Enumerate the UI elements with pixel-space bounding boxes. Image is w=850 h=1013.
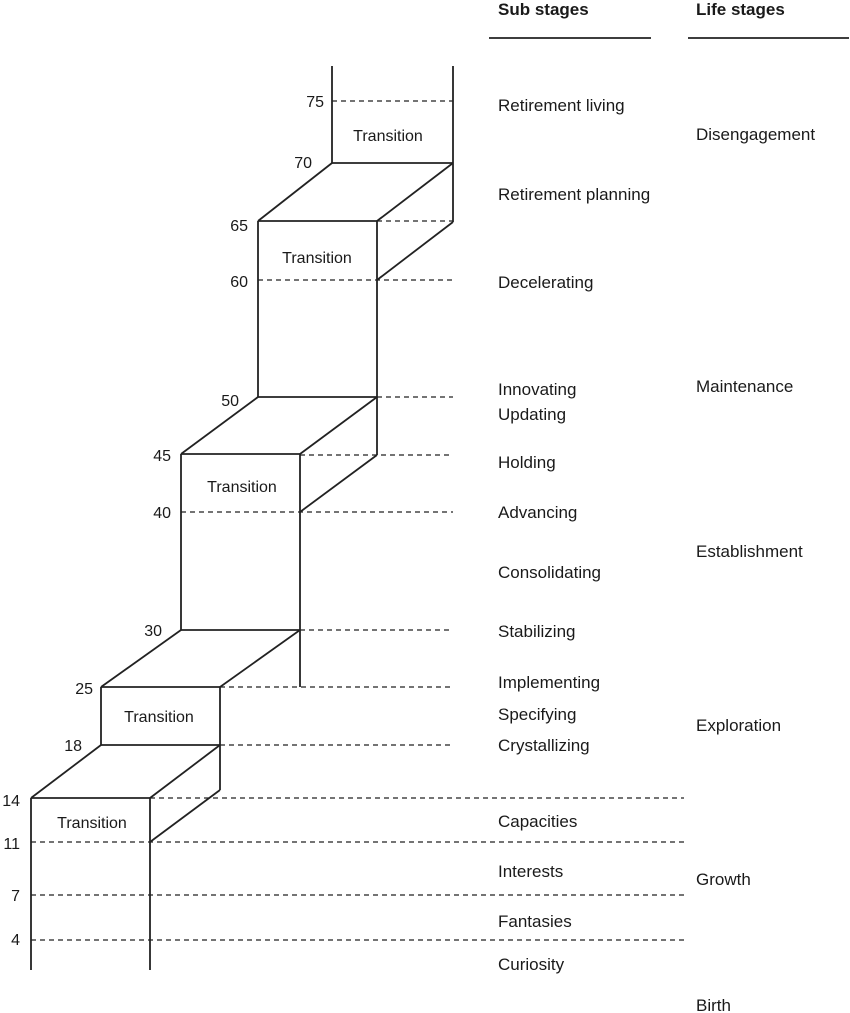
- transition-label-exploration: Transition: [124, 709, 194, 726]
- sub-stage-capacities: Capacities: [498, 812, 577, 831]
- sub-stage-curiosity: Curiosity: [498, 955, 565, 974]
- life-stage-exploration: Exploration: [696, 716, 781, 735]
- sub-stage-decelerating: Decelerating: [498, 273, 593, 292]
- sub-stage-retirement-planning: Retirement planning: [498, 185, 650, 204]
- life-stage-labels: Disengagement Maintenance Establishment …: [696, 125, 815, 1013]
- transition-label-maintenance: Transition: [282, 250, 352, 267]
- sub-stage-consolidating: Consolidating: [498, 563, 601, 582]
- transition-labels: Transition Transition Transition Transit…: [57, 128, 423, 832]
- age-label-11: 11: [3, 836, 20, 853]
- age-label-7: 7: [11, 888, 20, 905]
- life-stage-maintenance: Maintenance: [696, 377, 793, 396]
- sub-stage-interests: Interests: [498, 862, 563, 881]
- sub-stage-innovating: Innovating: [498, 380, 576, 399]
- age-label-75: 75: [306, 94, 324, 111]
- sub-stage-stabilizing: Stabilizing: [498, 622, 576, 641]
- sub-stage-crystallizing: Crystallizing: [498, 736, 590, 755]
- life-stage-establishment: Establishment: [696, 542, 803, 561]
- age-label-50: 50: [221, 393, 239, 410]
- age-label-4: 4: [11, 932, 20, 949]
- transition-label-growth: Transition: [57, 815, 127, 832]
- life-stage-growth: Growth: [696, 870, 751, 889]
- staircase: [30, 66, 454, 970]
- age-labels: 75 70 65 60 50 45 40 30 25 18 14 11 7 4: [2, 94, 324, 949]
- sub-stage-retirement-living: Retirement living: [498, 96, 625, 115]
- transition-label-establishment: Transition: [207, 479, 277, 496]
- age-label-30: 30: [144, 623, 162, 640]
- sub-stage-fantasies: Fantasies: [498, 912, 572, 931]
- sub-stage-labels: Retirement living Retirement planning De…: [498, 96, 650, 974]
- age-guide-lines: [31, 100, 684, 941]
- age-label-40: 40: [153, 505, 171, 522]
- sub-stage-holding: Holding: [498, 453, 556, 472]
- life-stage-disengagement: Disengagement: [696, 125, 815, 144]
- sub-stage-implementing: Implementing: [498, 673, 600, 692]
- life-stages-header: Life stages: [696, 0, 785, 19]
- sub-stage-advancing: Advancing: [498, 503, 577, 522]
- age-label-18: 18: [64, 738, 82, 755]
- sub-stage-updating: Updating: [498, 405, 566, 424]
- age-label-25: 25: [75, 681, 93, 698]
- age-label-60: 60: [230, 274, 248, 291]
- life-stage-birth: Birth: [696, 996, 731, 1013]
- transition-label-disengagement: Transition: [353, 128, 423, 145]
- age-label-70: 70: [294, 155, 312, 172]
- sub-stages-header: Sub stages: [498, 0, 589, 19]
- sub-stage-specifying: Specifying: [498, 705, 576, 724]
- age-label-65: 65: [230, 218, 248, 235]
- age-label-45: 45: [153, 448, 171, 465]
- age-label-14: 14: [2, 793, 20, 810]
